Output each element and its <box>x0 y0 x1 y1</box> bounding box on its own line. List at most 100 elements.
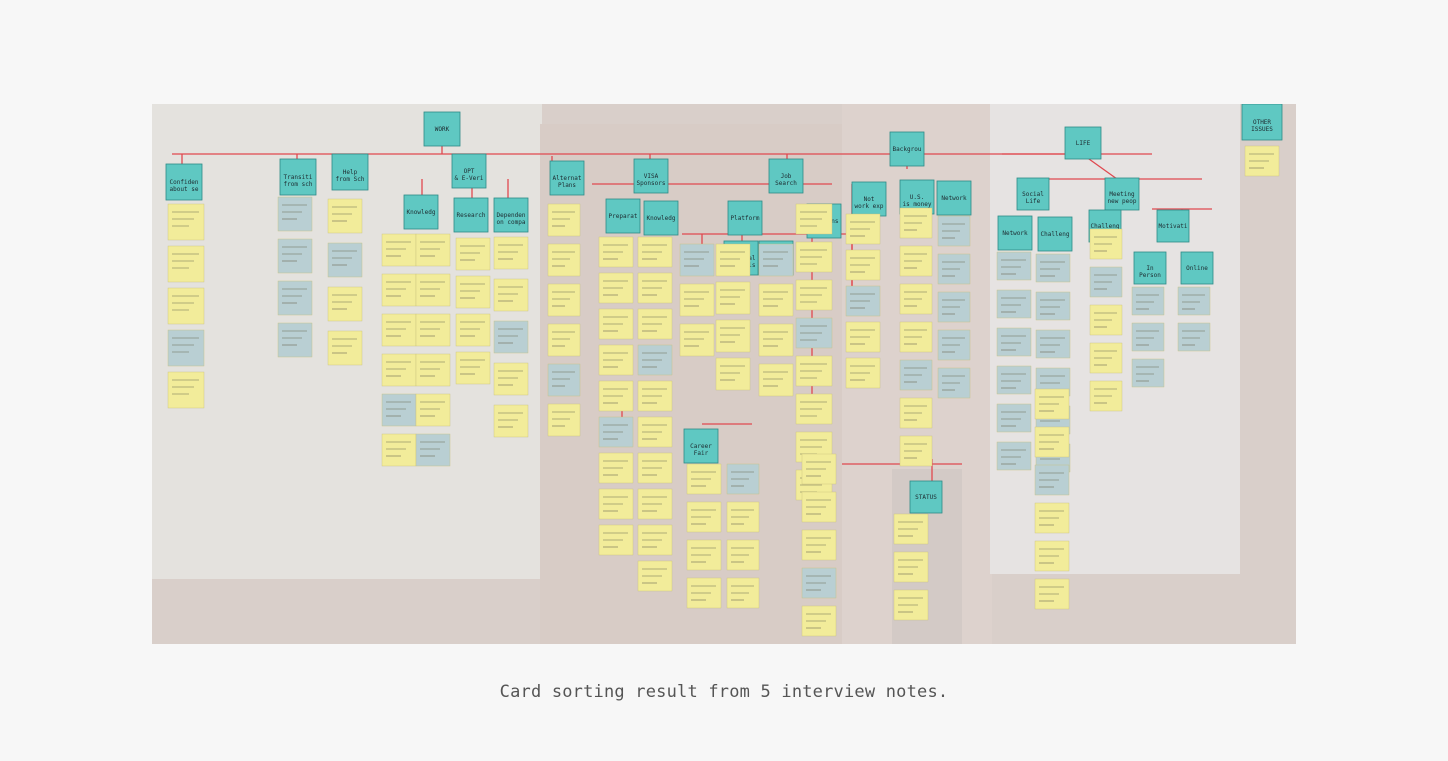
header-card <box>727 200 763 236</box>
header-card-label: Research <box>457 212 486 219</box>
header-card <box>1156 209 1190 243</box>
header-card <box>1104 177 1140 211</box>
header-card-label: Search <box>775 180 797 187</box>
sticky-note <box>415 393 451 427</box>
sticky-note <box>715 319 751 353</box>
sticky-note <box>493 362 529 396</box>
sticky-note <box>679 243 715 277</box>
header-card-label: In <box>1146 265 1154 272</box>
header-card-label: OTHER <box>1253 119 1271 126</box>
header-card-label: Job <box>781 173 792 180</box>
header-card <box>451 153 487 189</box>
header-card-label: Platform <box>731 215 760 222</box>
sticky-note <box>415 353 451 387</box>
sticky-note <box>758 363 794 397</box>
header-card <box>605 198 641 234</box>
header-card-label: Dependen <box>497 212 526 219</box>
header-card <box>643 200 679 236</box>
header-card <box>997 215 1033 251</box>
sticky-note <box>493 278 529 312</box>
sticky-note <box>996 365 1032 395</box>
sticky-note <box>1131 286 1165 316</box>
sticky-note <box>327 286 363 322</box>
sticky-note <box>1131 358 1165 388</box>
sticky-note <box>167 329 205 367</box>
sticky-note <box>493 236 529 270</box>
header-card-label: Preparat <box>609 213 638 220</box>
header-card-label: Plans <box>558 182 576 189</box>
sticky-note <box>327 242 363 278</box>
header-card <box>1064 126 1102 160</box>
sticky-note <box>455 313 491 347</box>
header-card-label: Social <box>1022 191 1044 198</box>
header-card-label: Motivati <box>1159 223 1188 230</box>
sticky-note <box>715 281 751 315</box>
header-card-label: Fair <box>694 450 709 457</box>
header-card <box>1016 177 1050 211</box>
sticky-note <box>381 353 417 387</box>
sticky-note <box>547 283 581 317</box>
header-card-label: about se <box>170 186 199 193</box>
header-card-label: Challeng <box>1041 231 1070 238</box>
sticky-note <box>758 323 794 357</box>
sticky-note <box>1035 329 1071 359</box>
sticky-note <box>455 351 491 385</box>
header-card <box>1180 251 1214 285</box>
sticky-note <box>679 323 715 357</box>
header-card <box>889 131 925 167</box>
header-card <box>768 158 804 194</box>
sticky-note <box>1177 286 1211 316</box>
header-card-label: Backgrou <box>893 146 922 153</box>
header-card-label: U.S. <box>910 194 924 201</box>
header-card-label: Help <box>343 169 358 176</box>
sticky-note <box>381 313 417 347</box>
header-card-label: Confiden <box>170 179 199 186</box>
header-card <box>331 153 369 191</box>
sticky-note <box>381 433 417 467</box>
header-card-label: is money <box>903 201 932 208</box>
header-card-label: Alternat <box>553 175 582 182</box>
sticky-note <box>415 273 451 307</box>
sticky-note <box>996 251 1032 281</box>
header-card-label: LIFE <box>1076 140 1091 147</box>
header-card <box>1037 216 1073 252</box>
sticky-note <box>381 233 417 267</box>
sticky-note <box>167 245 205 283</box>
header-card <box>633 158 669 194</box>
header-card-label: VISA <box>644 173 659 180</box>
header-card-label: Sponsors <box>637 180 666 187</box>
sticky-note <box>327 198 363 234</box>
sticky-note <box>679 283 715 317</box>
sticky-note <box>167 287 205 325</box>
header-card-label: Life <box>1026 198 1041 205</box>
header-card <box>279 158 317 196</box>
sticky-note <box>415 313 451 347</box>
header-card <box>851 181 887 217</box>
sticky-note <box>415 233 451 267</box>
header-card-label: from Sch <box>336 176 365 183</box>
photo-caption: Card sorting result from 5 interview not… <box>499 682 949 702</box>
header-card-label: on compa <box>497 219 526 226</box>
header-card-label: Knowledg <box>647 215 676 222</box>
sticky-note <box>277 322 313 358</box>
header-card <box>549 160 585 196</box>
header-card <box>1241 104 1283 141</box>
sticky-note <box>758 243 794 277</box>
header-card-label: from sch <box>284 181 313 188</box>
header-card-label: Career <box>690 443 712 450</box>
header-card <box>683 428 719 464</box>
sticky-note <box>327 330 363 366</box>
header-card <box>403 194 439 230</box>
header-card-label: STATUS <box>915 494 937 501</box>
sticky-note <box>547 323 581 357</box>
sticky-note <box>996 441 1032 471</box>
sticky-note <box>715 357 751 391</box>
sticky-note <box>381 273 417 307</box>
header-card-label: OPT <box>464 168 475 175</box>
header-card-label: Challeng <box>1091 223 1120 230</box>
sticky-note <box>455 275 491 309</box>
sticky-note <box>996 403 1032 433</box>
header-card <box>1133 251 1167 285</box>
header-card-label: new peop <box>1108 198 1137 205</box>
